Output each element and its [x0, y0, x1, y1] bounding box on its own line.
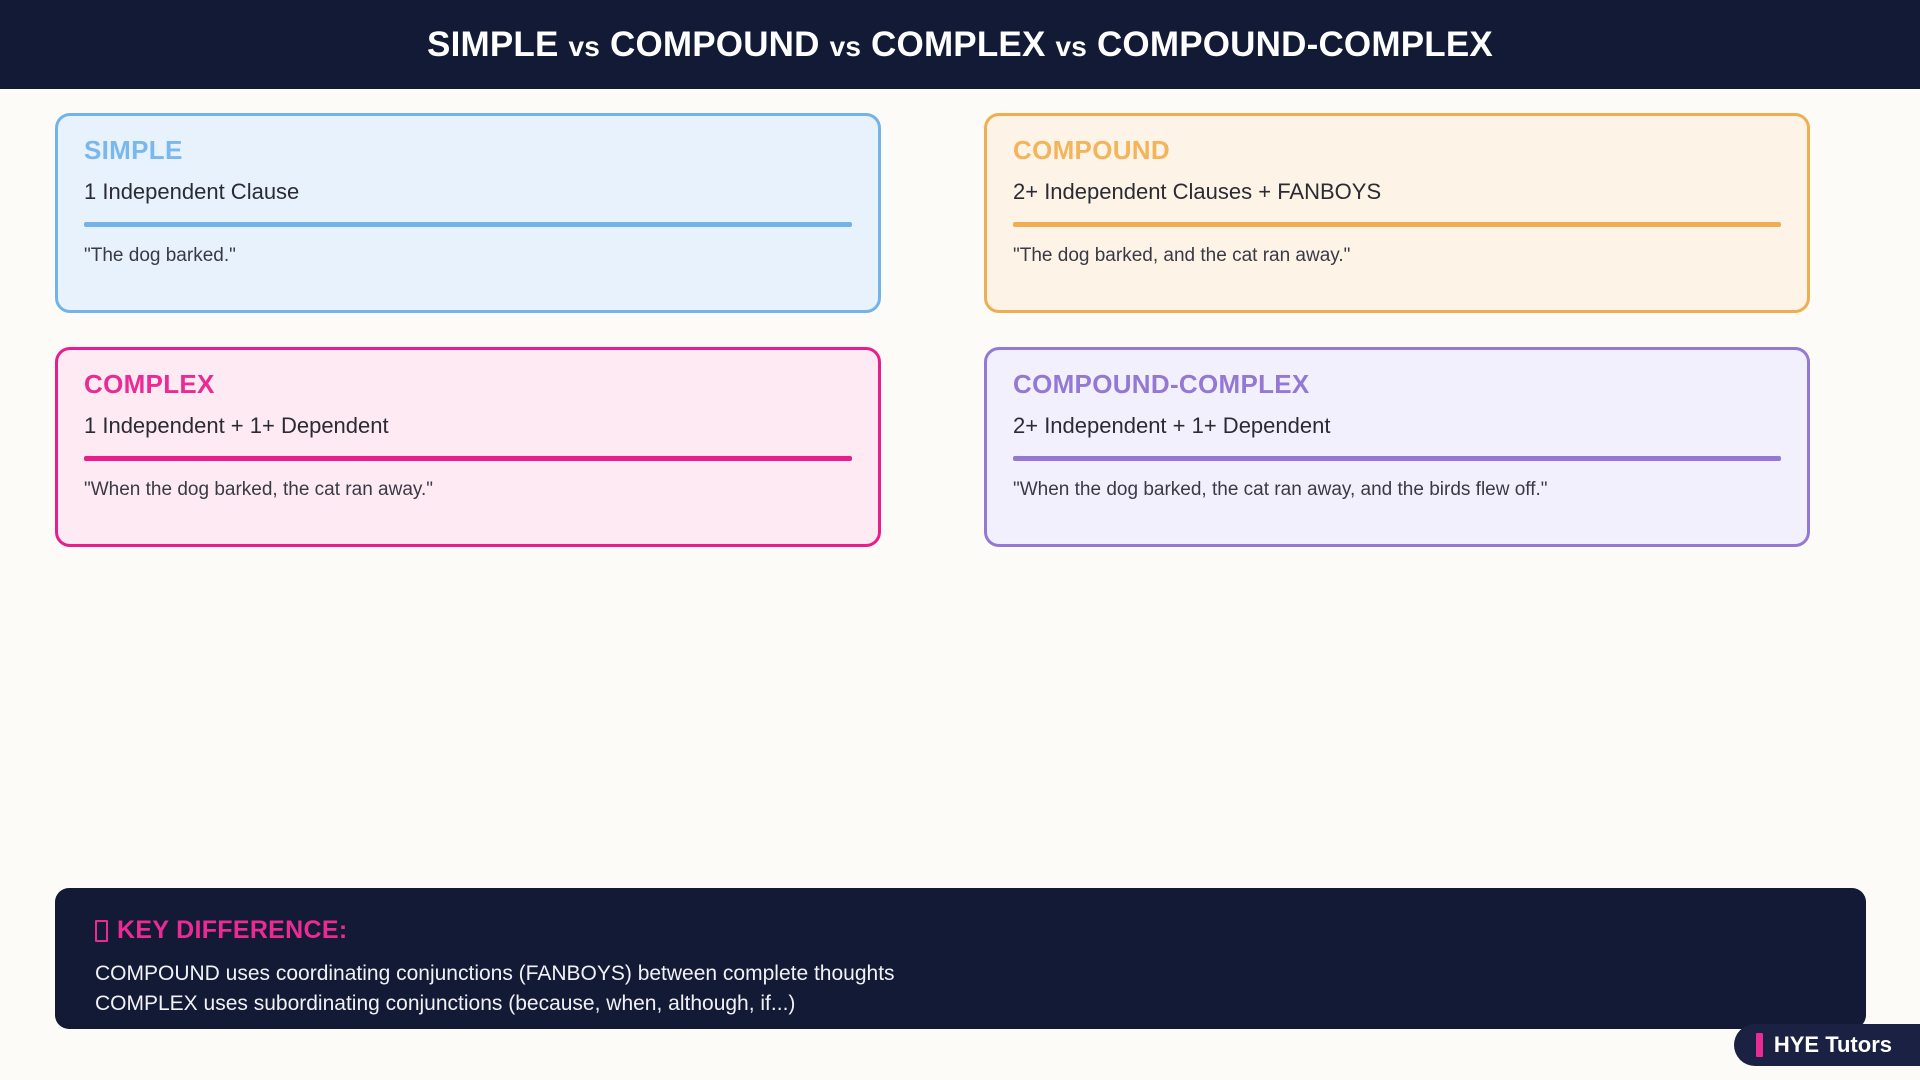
- sentence-type-card-grid: SIMPLE 1 Independent Clause "The dog bar…: [55, 113, 1866, 547]
- card-title-complex: COMPLEX: [84, 369, 215, 399]
- brand-accent-bar-icon: [1755, 1033, 1763, 1057]
- title-segment-compound-complex: COMPOUND-COMPLEX: [1096, 24, 1493, 64]
- key-difference-heading: KEY DIFFERENCE:: [95, 916, 1826, 945]
- page-header: SIMPLE vs COMPOUND vs COMPLEX vs COMPOUN…: [0, 0, 1920, 89]
- card-divider-simple: [84, 221, 852, 227]
- card-title-compound-complex: COMPOUND-COMPLEX: [1013, 369, 1310, 399]
- brand-name-label: HYE Tutors: [1773, 1032, 1892, 1057]
- card-structure-complex: 1 Independent + 1+ Dependent: [84, 412, 389, 438]
- card-example-simple: "The dog barked.": [84, 244, 236, 266]
- key-difference-line-2: COMPLEX uses subordinating conjunctions …: [95, 991, 796, 1015]
- title-segment-compound: COMPOUND: [609, 24, 820, 64]
- card-structure-compound-complex: 2+ Independent + 1+ Dependent: [1013, 412, 1331, 438]
- card-compound: COMPOUND 2+ Independent Clauses + FANBOY…: [984, 113, 1810, 313]
- key-difference-heading-label: KEY DIFFERENCE:: [117, 916, 348, 944]
- page-title: SIMPLE vs COMPOUND vs COMPLEX vs COMPOUN…: [427, 25, 1493, 65]
- title-segment-simple: SIMPLE: [427, 24, 559, 64]
- title-separator-3: vs: [1055, 30, 1088, 62]
- key-difference-box: KEY DIFFERENCE: COMPOUND uses coordinati…: [55, 888, 1866, 1029]
- title-segment-complex: COMPLEX: [871, 24, 1046, 64]
- card-structure-simple: 1 Independent Clause: [84, 178, 300, 204]
- title-separator-1: vs: [568, 30, 601, 62]
- card-divider-compound-complex: [1013, 455, 1781, 461]
- card-divider-compound: [1013, 221, 1781, 227]
- card-complex: COMPLEX 1 Independent + 1+ Dependent "Wh…: [55, 347, 881, 547]
- card-divider-complex: [84, 455, 852, 461]
- missing-glyph-box-icon: [95, 919, 108, 942]
- card-example-complex: "When the dog barked, the cat ran away.": [84, 478, 434, 500]
- card-simple: SIMPLE 1 Independent Clause "The dog bar…: [55, 113, 881, 313]
- title-separator-2: vs: [829, 30, 862, 62]
- card-example-compound-complex: "When the dog barked, the cat ran away, …: [1013, 478, 1548, 500]
- card-structure-compound: 2+ Independent Clauses + FANBOYS: [1013, 178, 1382, 204]
- card-title-compound: COMPOUND: [1013, 135, 1170, 165]
- card-title-simple: SIMPLE: [84, 135, 183, 165]
- card-example-compound: "The dog barked, and the cat ran away.": [1013, 244, 1351, 266]
- key-difference-line-1: COMPOUND uses coordinating conjunctions …: [95, 962, 895, 985]
- card-compound-complex: COMPOUND-COMPLEX 2+ Independent + 1+ Dep…: [984, 347, 1810, 547]
- brand-badge: HYE Tutors: [1733, 1024, 1920, 1066]
